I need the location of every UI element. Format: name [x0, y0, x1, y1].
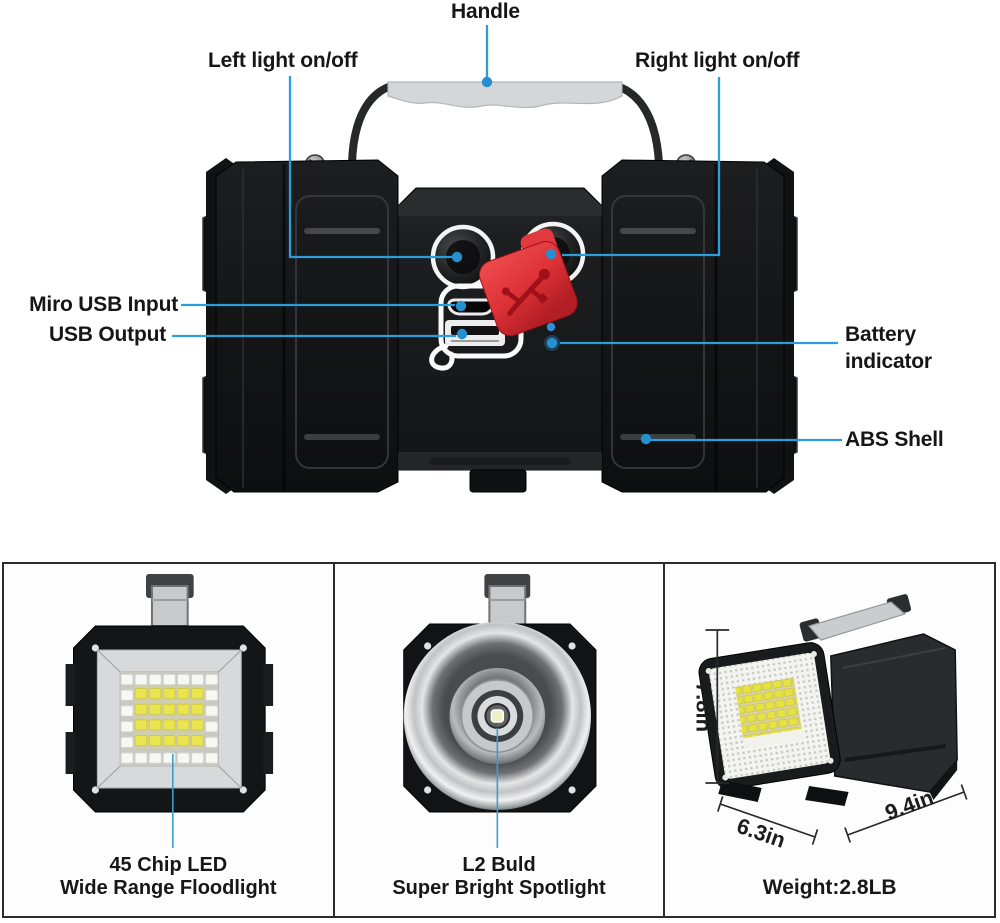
left-shell-block [202, 158, 399, 494]
rear-view-illustration [172, 25, 842, 494]
floodlight-illustration [65, 574, 274, 848]
feature-panels: 45 Chip LED Wide Range Floodlight [2, 562, 996, 918]
spotlight-reflector [403, 622, 591, 810]
handle-clip [484, 574, 530, 627]
battery-indicator-label-line1: Battery [845, 323, 916, 346]
handle-clip [145, 574, 194, 627]
micro-usb-label: Miro USB Input [29, 293, 178, 316]
dim-depth-label: 6.3in [734, 813, 789, 853]
callout-dot-icon [451, 76, 652, 445]
product-perspective [698, 594, 959, 806]
right-shell-block [601, 158, 798, 494]
spotlight-panel: L2 Buld Super Bright Spotlight [332, 564, 664, 916]
floodlight-caption-line1: 45 Chip LED [109, 854, 228, 876]
right-light-label: Right light on/off [635, 49, 800, 72]
screw-icon [423, 642, 576, 794]
spotlight-caption-line2: Super Bright Spotlight [392, 877, 606, 899]
abs-shell-label: ABS Shell [845, 428, 944, 451]
dim-width-label: 9.4in [882, 785, 937, 826]
left-light-button [430, 224, 496, 290]
dimension-height [705, 629, 730, 784]
left-light-label: Left light on/off [208, 49, 358, 72]
screw-icon [706, 651, 834, 781]
battery-indicator-label: Battery indicator [845, 321, 932, 375]
dimensions-illustration: 7.8in 6.3in 9.4in [692, 594, 968, 853]
handle-label: Handle [451, 0, 520, 23]
usb-icon [478, 228, 578, 337]
led-array-yellow [134, 686, 205, 749]
handle-bar [387, 81, 623, 109]
callout-lines [172, 25, 842, 442]
micro-usb-port [447, 298, 495, 316]
dim-height-label: 7.8in [692, 682, 717, 732]
handle-wire-arms [348, 82, 663, 168]
usb-output-label: USB Output [49, 323, 166, 346]
floodlight-panel: 45 Chip LED Wide Range Floodlight [4, 564, 333, 916]
dimensions-panel: 7.8in 6.3in 9.4in Weight:2.8LB [663, 564, 994, 916]
battery-indicator-label-line2: indicator [845, 350, 932, 373]
dimension-depth [717, 796, 819, 845]
spotlight-caption: L2 Buld Super Bright Spotlight [335, 854, 664, 900]
spotlight-illustration [402, 574, 597, 848]
spotlight-caption-line1: L2 Buld [462, 854, 536, 876]
floodlight-caption: 45 Chip LED Wide Range Floodlight [4, 854, 333, 900]
weight-label: Weight:2.8LB [762, 876, 897, 899]
floodlight-caption-line2: Wide Range Floodlight [60, 877, 277, 899]
dimension-width [844, 784, 968, 843]
spotlight-led [490, 709, 504, 723]
